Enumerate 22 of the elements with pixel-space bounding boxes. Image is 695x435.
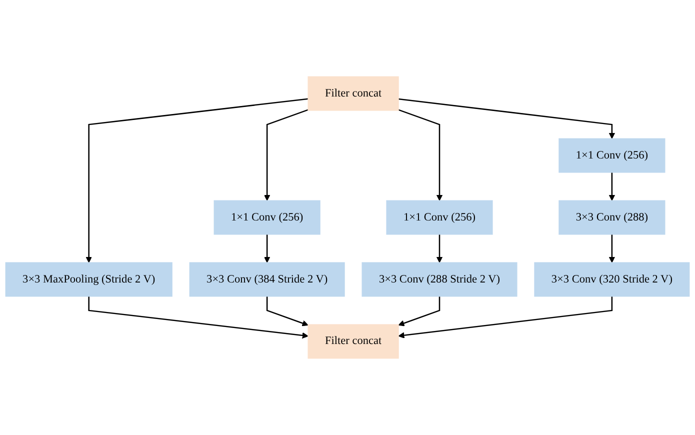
node-box: 3×3 MaxPooling (Stride 2 V) [5, 262, 172, 297]
arrow [266, 296, 308, 326]
node-box: 1×1 Conv (256) [386, 200, 493, 235]
arrow [398, 296, 440, 326]
arrow [86, 98, 308, 263]
node-box: 3×3 Conv (288) [558, 200, 666, 235]
arrow [398, 109, 443, 201]
arrow [608, 234, 616, 263]
node-box: 1×1 Conv (256) [214, 200, 320, 235]
node-box: 1×1 Conv (256) [558, 138, 666, 173]
arrow [398, 98, 616, 139]
arrow [398, 296, 613, 338]
node-box: Filter concat [308, 324, 399, 359]
arrow [264, 109, 308, 201]
node-box: 3×3 Conv (384 Stride 2 V) [189, 262, 345, 297]
node-box: 3×3 Conv (320 Stride 2 V) [534, 262, 690, 297]
node-box: Filter concat [308, 76, 399, 111]
arrow [436, 234, 443, 263]
arrow [264, 234, 270, 263]
node-box: 3×3 Conv (288 Stride 2 V) [362, 262, 518, 297]
arrow [608, 172, 616, 201]
arrow [88, 296, 308, 339]
